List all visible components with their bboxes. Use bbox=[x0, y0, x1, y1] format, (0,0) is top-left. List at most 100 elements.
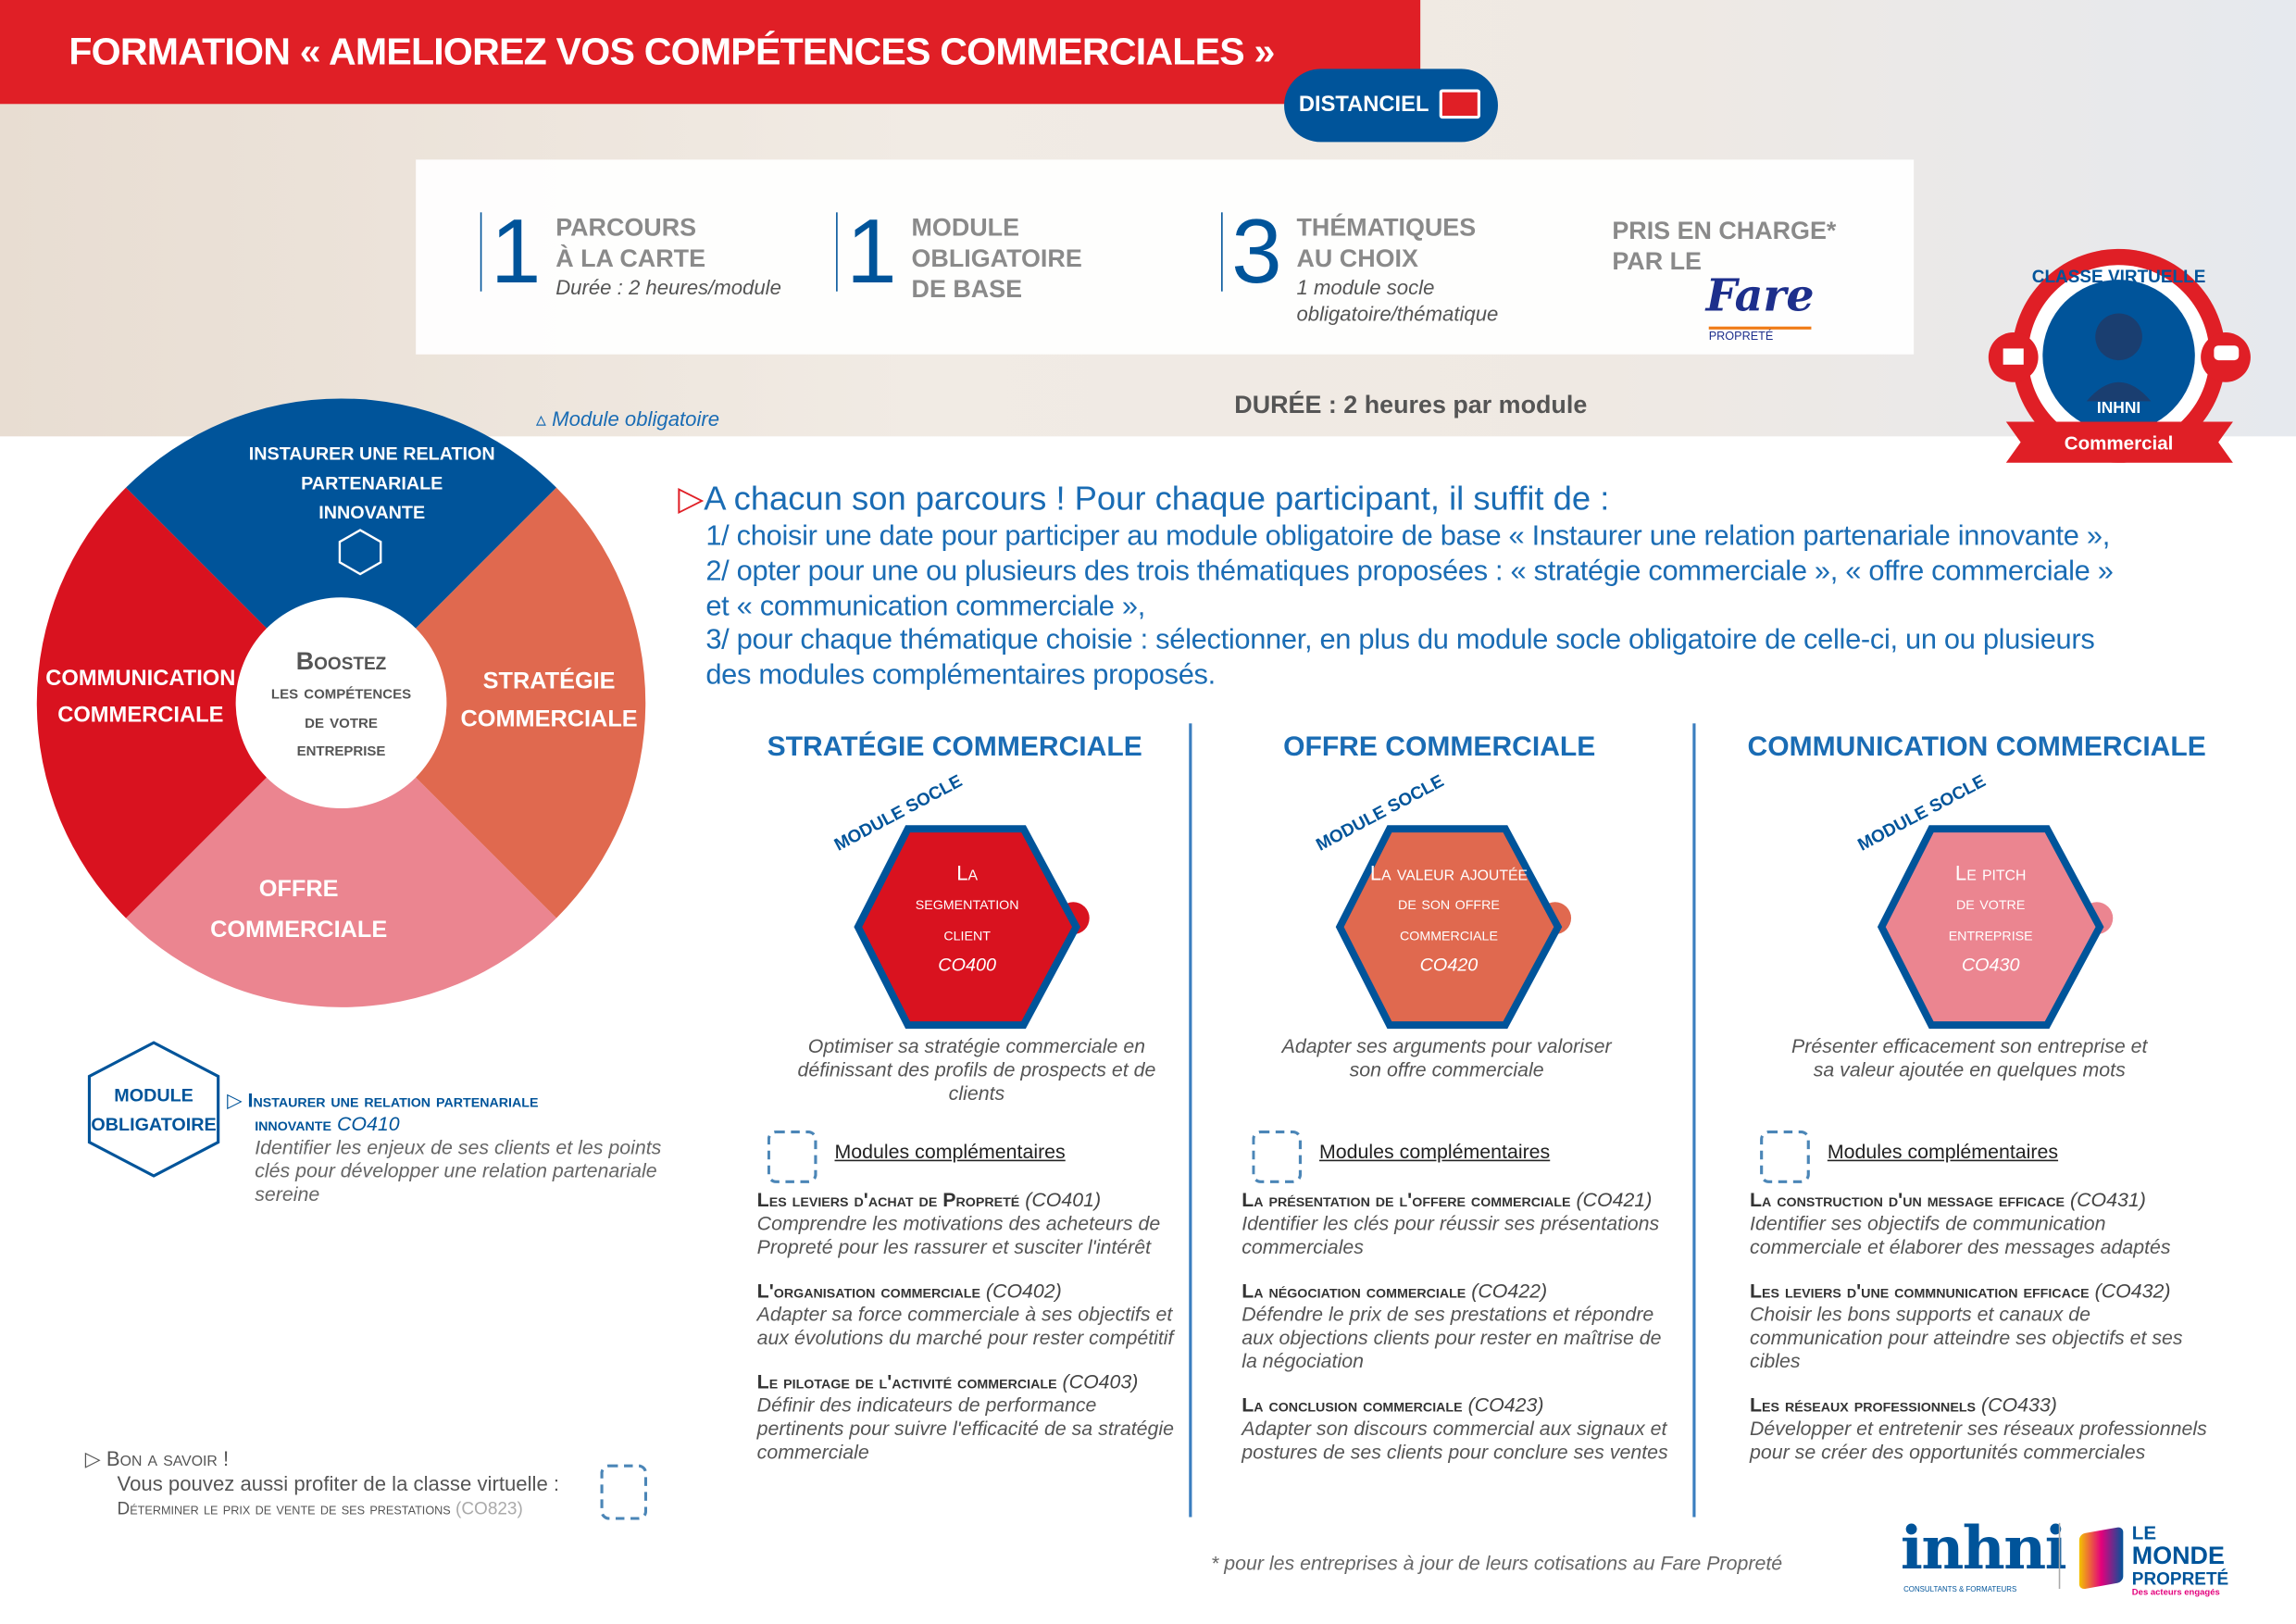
complementary-module[interactable]: Le pilotage de l'activité commerciale (C… bbox=[757, 1370, 1175, 1464]
monde-proprete-logo: LE MONDE PROPRETÉ Des acteurs engagés bbox=[2131, 1522, 2229, 1599]
socle-module[interactable]: La valeur ajoutée de son offre commercia… bbox=[1342, 858, 1554, 981]
footnote: * pour les entreprises à jour de leurs c… bbox=[1210, 1552, 1783, 1575]
puzzle-top-text: INNOVANTE bbox=[318, 503, 425, 523]
monitor-headset-icon bbox=[1439, 89, 1480, 119]
complementary-modules-list: Les leviers d'achat de Propreté (CO401) … bbox=[757, 1189, 1175, 1464]
complementary-module[interactable]: La conclusion commerciale (CO423) Adapte… bbox=[1242, 1394, 1674, 1465]
socle-desc: Optimiser sa stratégie commerciale en dé… bbox=[797, 1035, 1156, 1105]
module-title: innovante bbox=[255, 1113, 331, 1135]
puzzle-top-text: PARTENARIALE bbox=[301, 473, 443, 493]
stat-line: MODULE bbox=[911, 213, 1020, 242]
hex-text: MODULE bbox=[114, 1085, 193, 1106]
socle-module[interactable]: Le pitch de votre entreprise CO430 bbox=[1885, 858, 2097, 981]
intro-line: 2/ opter pour une ou plusieurs des trois… bbox=[705, 555, 2114, 587]
module-desc: Identifier les clés pour réussir ses pré… bbox=[1242, 1212, 1660, 1258]
module-desc: Identifier les enjeux de ses clients et … bbox=[255, 1136, 662, 1206]
socle-code: CO400 bbox=[938, 955, 996, 976]
complementary-module[interactable]: Les réseaux professionnels (CO433) Dével… bbox=[1750, 1394, 2218, 1465]
stat-number: 3 bbox=[1221, 207, 1282, 298]
modules-complementaires-link[interactable]: Modules complémentaires bbox=[1827, 1141, 2059, 1163]
puzzle-center-text: Boostez bbox=[296, 647, 387, 675]
stat-line: THÉMATIQUES bbox=[1296, 213, 1477, 242]
module-code: (CO431) bbox=[2069, 1189, 2146, 1211]
bon-title: Bon a savoir ! bbox=[106, 1446, 230, 1470]
modules-complementaires-link[interactable]: Modules complémentaires bbox=[834, 1141, 1066, 1163]
module-desc: Défendre le prix de ses prestations et r… bbox=[1242, 1303, 1662, 1372]
seal-ribbon-text: Commercial bbox=[2065, 433, 2174, 455]
divider bbox=[1692, 723, 1696, 1518]
stat-note: obligatoire/thématique bbox=[1296, 301, 1499, 326]
socle-hexagon bbox=[1335, 825, 1572, 1030]
socle-desc: Adapter ses arguments pour valoriser son… bbox=[1281, 1035, 1612, 1081]
fare-logo: Fare bbox=[1705, 270, 1815, 322]
complementary-module[interactable]: L'organisation commerciale (CO402) Adapt… bbox=[757, 1280, 1175, 1350]
module-title: Les leviers d'achat de Propreté bbox=[756, 1189, 1020, 1211]
bon-code: (CO823) bbox=[455, 1497, 523, 1519]
hexagon-dashed-icon bbox=[600, 1464, 648, 1520]
stat-note: Durée : 2 heures/module bbox=[555, 275, 781, 299]
prise-line: PRIS EN CHARGE* bbox=[1612, 217, 1837, 245]
socle-title: de son offre bbox=[1398, 893, 1500, 914]
module-title: La conclusion commerciale bbox=[1242, 1393, 1463, 1417]
logo-text: MONDE bbox=[2131, 1542, 2225, 1570]
puzzle-center-text: de votre bbox=[305, 709, 378, 732]
bon-module: Déterminer le prix de vente de ses prest… bbox=[117, 1497, 451, 1519]
module-desc: Développer et entretenir ses réseaux pro… bbox=[1750, 1417, 2207, 1464]
play-icon: ▷ bbox=[227, 1089, 248, 1112]
intro-line: et « communication commerciale », bbox=[705, 589, 1145, 622]
bon-line: Vous pouvez aussi profiter de la classe … bbox=[117, 1471, 560, 1495]
puzzle-bottom-text: OFFRE bbox=[259, 876, 339, 902]
puzzle-wheel: INSTAURER UNE RELATION PARTENARIALE INNO… bbox=[36, 398, 646, 1007]
inhni-logo: inhni bbox=[1900, 1514, 2067, 1583]
puzzle-top-text: INSTAURER UNE RELATION bbox=[249, 444, 495, 465]
puzzle-center-text: entreprise bbox=[297, 737, 386, 760]
socle-title: client bbox=[943, 923, 991, 945]
column-heading: STRATÉGIE COMMERCIALE bbox=[767, 731, 1142, 764]
intro-heading: A chacun son parcours ! Pour chaque part… bbox=[704, 479, 1610, 518]
complementary-module[interactable]: La présentation de l'offere commerciale … bbox=[1242, 1189, 1674, 1259]
classe-virtuelle-seal: CLASSE VIRTUELLE INHNI Commercial bbox=[1988, 248, 2251, 463]
module-obligatoire-legend: ▵ Module obligatoire bbox=[536, 407, 719, 432]
seal-mid-text: INHNI bbox=[2097, 398, 2140, 417]
socle-module[interactable]: La segmentation client CO400 bbox=[861, 858, 1073, 981]
module-code: (CO421) bbox=[1576, 1189, 1653, 1211]
complementary-module[interactable]: La construction d'un message efficace (C… bbox=[1750, 1189, 2218, 1259]
hex-text: OBLIGATOIRE bbox=[91, 1115, 216, 1135]
socle-hexagon bbox=[854, 825, 1090, 1030]
intro-line: 3/ pour chaque thématique choisie : séle… bbox=[705, 624, 2095, 657]
duration-note: DURÉE : 2 heures par module bbox=[1234, 391, 1588, 419]
prise-line: PAR LE bbox=[1612, 247, 1702, 276]
modules-complementaires-link[interactable]: Modules complémentaires bbox=[1319, 1141, 1551, 1163]
stat-number: 1 bbox=[480, 207, 541, 298]
module-code: (CO422) bbox=[1471, 1280, 1548, 1303]
complementary-module[interactable]: Les leviers d'une commnunication efficac… bbox=[1750, 1280, 2218, 1373]
puzzle-right-text: STRATÉGIE bbox=[483, 667, 616, 693]
puzzle-piece-right bbox=[341, 487, 646, 918]
logo-text: PROPRETÉ bbox=[2131, 1568, 2229, 1590]
logo-text: Des acteurs engagés bbox=[2131, 1589, 2220, 1598]
stat-line: OBLIGATOIRE bbox=[911, 244, 1082, 273]
mandatory-module: ▷ Instaurer une relation partenariale in… bbox=[227, 1090, 680, 1207]
puzzle-piece-top bbox=[126, 398, 557, 704]
module-desc: Comprendre les motivations des acheteurs… bbox=[756, 1212, 1161, 1258]
hexagon-dashed-icon bbox=[1252, 1130, 1303, 1183]
module-title: Les réseaux professionnels bbox=[1750, 1393, 1977, 1417]
mandatory-hexagon: MODULE OBLIGATOIRE bbox=[87, 1041, 220, 1178]
puzzle-left-text: COMMUNICATION bbox=[45, 667, 235, 691]
socle-title: segmentation bbox=[915, 893, 1019, 914]
complementary-modules-list: La construction d'un message efficace (C… bbox=[1750, 1189, 2218, 1464]
module-code: (CO433) bbox=[1980, 1393, 2057, 1417]
stat-note: 1 module socle bbox=[1296, 275, 1435, 299]
module-desc: Identifier ses objectifs de communicatio… bbox=[1750, 1212, 2171, 1258]
stat-line: À LA CARTE bbox=[555, 244, 706, 273]
socle-title: La valeur ajoutée bbox=[1369, 860, 1529, 885]
intro-line: des modules complémentaires proposés. bbox=[705, 659, 1216, 692]
module-desc: Adapter son discours commercial aux sign… bbox=[1242, 1417, 1668, 1464]
module-code: (CO432) bbox=[2094, 1280, 2171, 1303]
complementary-module[interactable]: Les leviers d'achat de Propreté (CO401) … bbox=[757, 1189, 1175, 1259]
module-desc: Adapter sa force commerciale à ses objec… bbox=[756, 1303, 1174, 1349]
module-code: (CO401) bbox=[1025, 1189, 1102, 1211]
complementary-module[interactable]: La négociation commerciale (CO422) Défen… bbox=[1242, 1280, 1674, 1373]
